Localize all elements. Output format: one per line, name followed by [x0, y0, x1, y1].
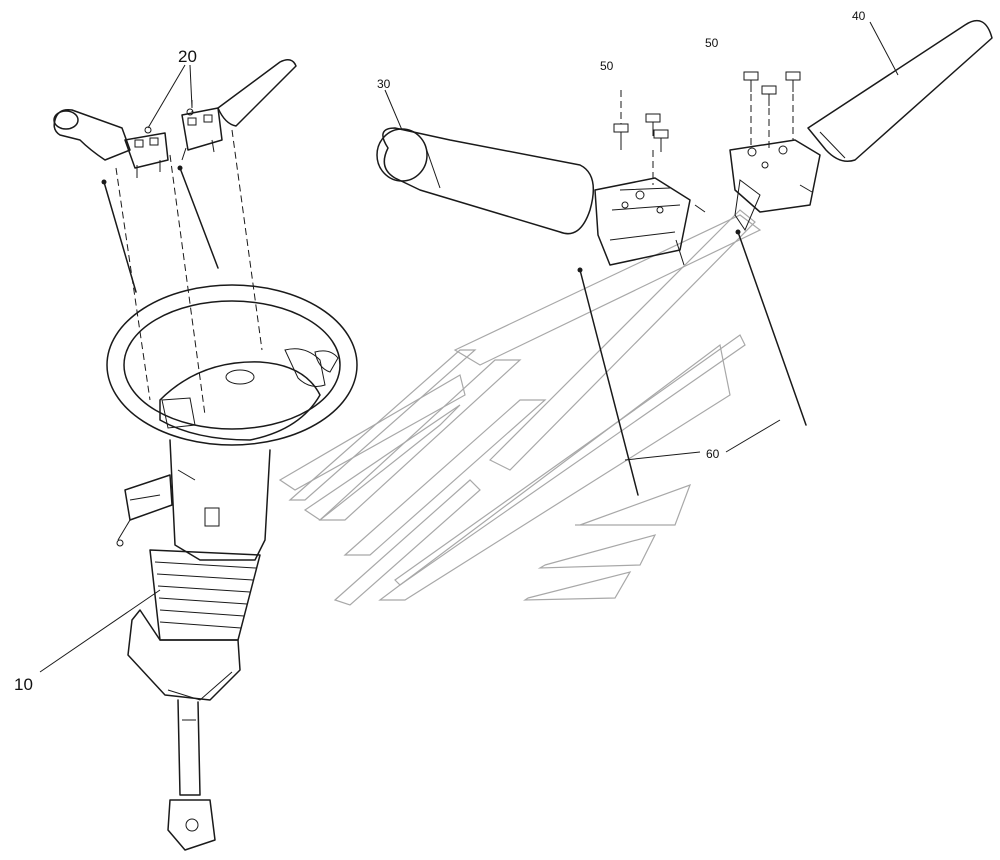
callout-60: 60 [706, 447, 720, 461]
callout-20: 20 [178, 47, 197, 66]
callout-50-left: 50 [600, 59, 614, 73]
cable-ties-right [577, 229, 807, 496]
leader-lines [39, 21, 899, 673]
screws-left [613, 90, 669, 185]
right-stalk-lever [729, 19, 993, 232]
screws-right [743, 71, 801, 150]
steering-column [106, 284, 358, 851]
callout-labels: 10 20 30 40 50 50 60 [14, 9, 866, 694]
callout-50-right: 50 [705, 36, 719, 50]
left-stalk-lever [376, 127, 706, 266]
left-switch-assembly [53, 108, 169, 178]
callout-40: 40 [852, 9, 866, 23]
callout-30: 30 [377, 77, 391, 91]
assembly-line [115, 167, 151, 401]
assembly-line [169, 154, 206, 416]
assembly-line [231, 129, 263, 351]
watermark-logo [278, 209, 762, 606]
callout-10: 10 [14, 675, 33, 694]
right-small-switch-assembly [181, 59, 297, 161]
left-cable-ties [101, 165, 219, 293]
